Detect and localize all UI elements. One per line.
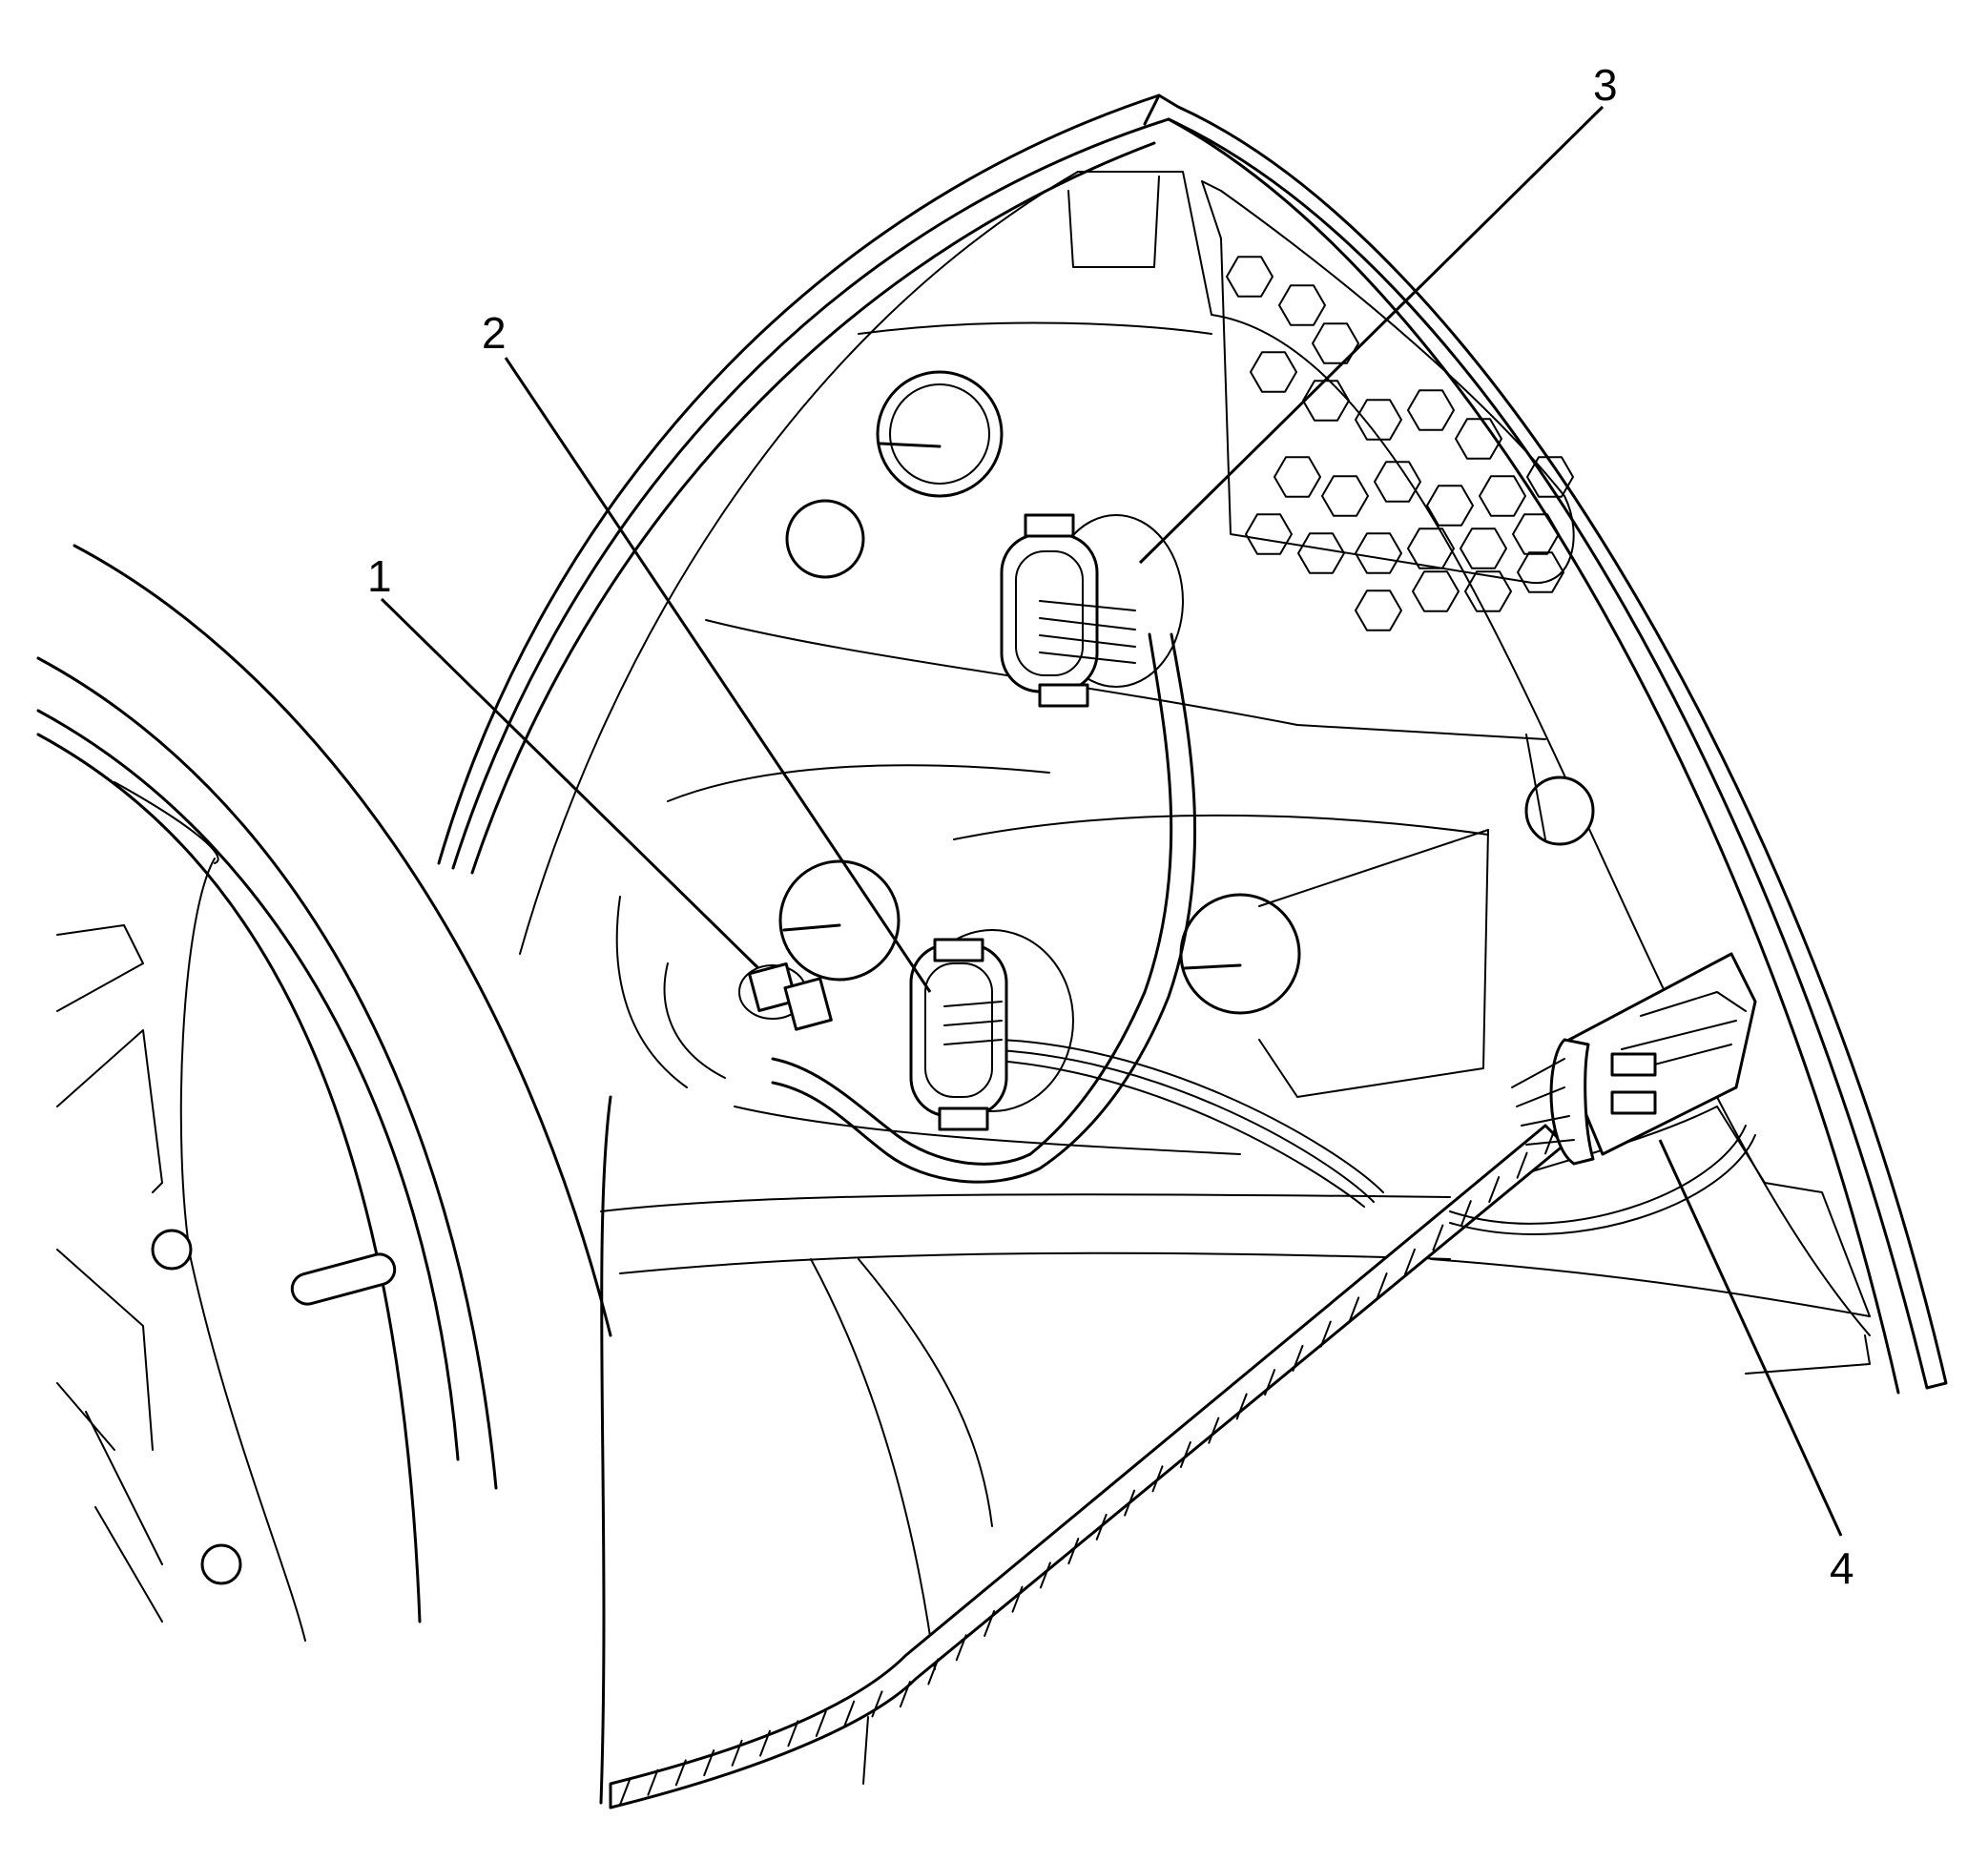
reflector-hex-cell: [1355, 589, 1402, 631]
leader-3: [1138, 105, 1605, 565]
reflector-hex-cell: [1460, 527, 1507, 569]
reflector-hex-cell: [1226, 256, 1274, 298]
harness-wrap-mark: [1067, 1538, 1080, 1565]
callout-1: 1: [367, 551, 392, 601]
harness-wrap-mark: [759, 1729, 771, 1757]
harness-wrap-mark: [647, 1768, 659, 1796]
connector-1: [738, 962, 833, 1031]
harness-wrap-mark: [1292, 1344, 1304, 1372]
leader-4: [1658, 1139, 1843, 1537]
harness-wrap-mark: [1319, 1320, 1332, 1348]
harness-wrap-mark: [1544, 1127, 1556, 1155]
reflector-hex-cell: [1412, 570, 1460, 612]
connector-3: [1000, 513, 1184, 708]
reflector-hex-cell: [1512, 513, 1560, 555]
harness-wrap-mark: [1124, 1489, 1136, 1517]
reflector-hex-cell: [1455, 418, 1502, 460]
callout-leaders: [380, 105, 1843, 1537]
harness-wrap-mark: [731, 1739, 743, 1767]
reflector-hex-cell: [1517, 551, 1564, 593]
bulb-sockets: [778, 370, 1595, 1015]
reflector-hex-grid: [1201, 180, 1575, 631]
reflector-hex-cell: [1312, 322, 1359, 364]
harness-wrap-mark: [1432, 1224, 1444, 1251]
reflector-hex-cell: [1407, 389, 1455, 431]
wiring-harness: [609, 632, 1756, 1809]
harness-wrap-mark: [1095, 1513, 1108, 1540]
leader-1: [380, 597, 760, 970]
lamp-housing: [437, 93, 1948, 1395]
reflector-hex-cell: [1526, 456, 1574, 498]
harness-wrap-mark: [871, 1690, 883, 1718]
harness-wrap-mark: [955, 1634, 967, 1662]
harness-wrap-mark: [1151, 1465, 1164, 1493]
leader-2: [504, 357, 932, 993]
reflector-hex-cell: [1374, 461, 1421, 503]
panel-contours: [599, 321, 1871, 1805]
reflector-hex-cell: [1250, 351, 1297, 393]
callout-4: 4: [1830, 1543, 1854, 1593]
harness-wrap-mark: [703, 1749, 715, 1777]
harness-wrap-mark: [899, 1681, 911, 1708]
reflector-hex-cell: [1274, 456, 1321, 498]
reflector-hex-cell: [1355, 532, 1402, 574]
harness-wrap-mark: [984, 1610, 996, 1637]
wheel-well: [36, 544, 612, 1642]
reflector-hex-cell: [1321, 475, 1369, 517]
harness-wrap-mark: [1039, 1561, 1051, 1589]
callout-2: 2: [482, 308, 507, 358]
harness-wrap-mark: [927, 1658, 940, 1685]
harness-wrap-mark: [674, 1759, 687, 1787]
reflector-hex-cell: [1464, 570, 1512, 612]
callout-labels: 1 2 3 4: [367, 60, 1854, 1593]
harness-wrap-mark: [1179, 1441, 1191, 1468]
connector-2: [909, 929, 1074, 1131]
reflector-hex-cell: [1407, 527, 1455, 569]
harness-wrap-mark: [1404, 1248, 1416, 1275]
reflector-hex-cell: [1355, 399, 1402, 441]
connector-4: [1511, 952, 1757, 1166]
reflector-hex-cell: [1302, 380, 1350, 422]
harness-wrap-mark: [1264, 1369, 1276, 1396]
reflector-hex-cell: [1297, 532, 1345, 574]
harness-wrap-mark: [1516, 1151, 1528, 1179]
harness-wrap-mark: [1348, 1296, 1360, 1324]
harness-wrap-mark: [815, 1710, 827, 1737]
harness-wrap-mark: [1235, 1393, 1248, 1420]
callout-3: 3: [1593, 60, 1618, 110]
reflector-hex-cell: [1278, 284, 1326, 326]
reflector-hex-cell: [1426, 485, 1474, 527]
reflector-hex-cell: [1479, 475, 1526, 517]
harness-wrap-mark: [1460, 1200, 1472, 1228]
harness-wrap-mark: [843, 1700, 856, 1727]
harness-wrap-mark: [619, 1779, 631, 1806]
harness-wrap-mark: [1488, 1176, 1501, 1203]
reflector-hex-cell: [1245, 513, 1293, 555]
harness-wrap-mark: [787, 1720, 799, 1747]
harness-wrap-mark: [1208, 1416, 1220, 1444]
harness-wrap-mark: [1376, 1272, 1388, 1300]
harness-wrap-mark: [1011, 1585, 1024, 1613]
